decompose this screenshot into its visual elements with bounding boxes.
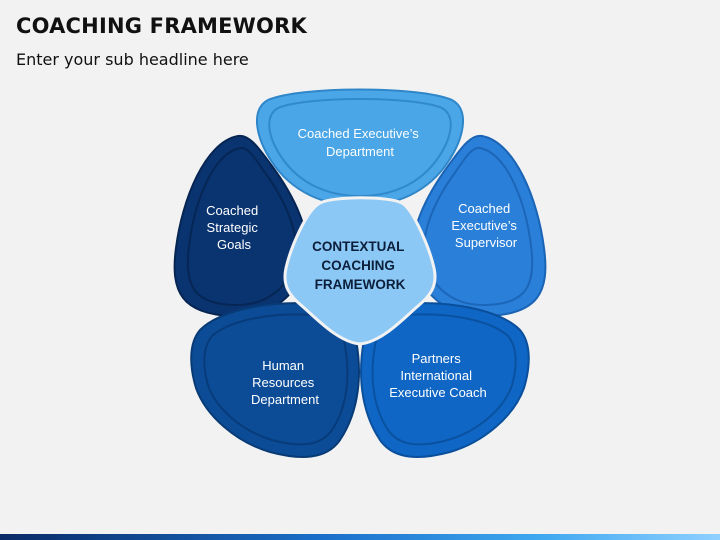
petal-bottom-left-label: Human Resources Department	[251, 358, 319, 407]
petal-top-label: Coached Executive’s Department	[298, 126, 423, 159]
petal-top-inner	[268, 98, 452, 198]
petal-left: Coached Strategic Goals	[173, 134, 309, 318]
petal-top: Coached Executive’s Department	[255, 88, 465, 208]
petal-right: Coached Executive’s Supervisor	[411, 134, 547, 318]
petal-bottom-right-line-2: International	[400, 368, 472, 383]
petal-bottom-right-inner	[371, 313, 517, 446]
petal-right-inner	[423, 146, 534, 307]
bottom-accent-bar	[0, 534, 720, 540]
petal-right-line-3: Supervisor	[455, 235, 518, 250]
center-line-3: FRAMEWORK	[315, 277, 406, 292]
petal-top-line-1: Coached Executive’s	[298, 126, 420, 141]
petal-left-line-3: Goals	[217, 237, 251, 252]
petal-bottom-right: Partners International Executive Coach	[360, 302, 530, 458]
petal-bottom-left-line-2: Resources	[252, 375, 315, 390]
page-subtitle: Enter your sub headline here	[16, 50, 249, 69]
center-label: CONTEXTUAL COACHING FRAMEWORK	[312, 239, 408, 292]
center-line-2: COACHING	[321, 258, 395, 273]
petal-top-line-2: Department	[326, 144, 394, 159]
petal-left-inner	[186, 146, 297, 307]
petal-right-line-1: Coached	[458, 201, 510, 216]
center-line-1: CONTEXTUAL	[312, 239, 404, 254]
petal-bottom-right-label: Partners International Executive Coach	[389, 351, 487, 400]
petal-left-line-1: Coached	[206, 203, 258, 218]
petal-bottom-right-line-3: Executive Coach	[389, 385, 487, 400]
center-hub: CONTEXTUAL COACHING FRAMEWORK	[283, 196, 437, 346]
petal-bottom-left: Human Resources Department	[190, 302, 360, 458]
petal-bottom-left-line-1: Human	[262, 358, 304, 373]
petal-right-line-2: Executive’s	[451, 218, 517, 233]
petal-bottom-left-inner	[203, 313, 349, 446]
petal-left-label: Coached Strategic Goals	[206, 203, 262, 252]
page-title: COACHING FRAMEWORK	[16, 14, 307, 38]
petal-left-line-2: Strategic	[207, 220, 259, 235]
center-pentagon-shape	[283, 196, 437, 346]
petal-right-label: Coached Executive’s Supervisor	[451, 201, 520, 250]
petal-bottom-right-line-1: Partners	[412, 351, 462, 366]
petal-bottom-left-line-3: Department	[251, 392, 319, 407]
petal-top-shape	[255, 88, 465, 208]
